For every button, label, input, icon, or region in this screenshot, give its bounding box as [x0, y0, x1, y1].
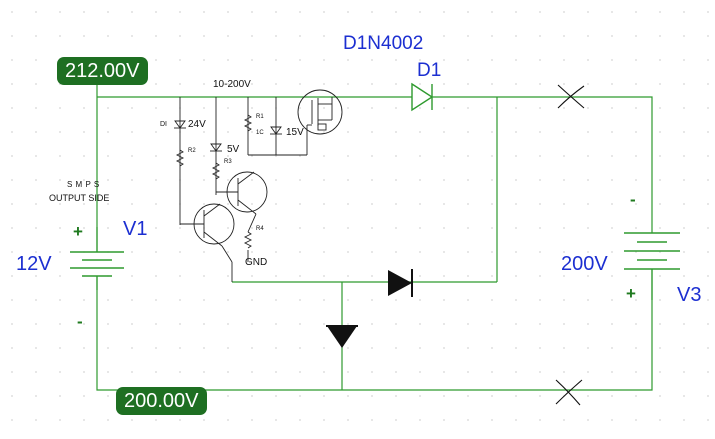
v3-minus-sign: - [630, 190, 636, 209]
r3-label: R3 [224, 159, 232, 165]
voltage-probe-top[interactable]: 212.00V [57, 57, 148, 85]
zener-24v-label: 24V [188, 119, 206, 130]
v3-battery-symbol [624, 232, 680, 300]
d1-small-label: DI [160, 121, 167, 128]
d1-model-label: D1N4002 [343, 33, 424, 54]
v3-value-label: 200V [561, 253, 608, 275]
driver-circuit-sketch [174, 89, 343, 282]
v1-minus-sign: - [77, 312, 83, 331]
zener-5v-label: 5V [227, 144, 240, 155]
d2-small-label: 1C [256, 130, 264, 136]
v1-battery-symbol [70, 227, 124, 290]
r2-label: R2 [188, 148, 196, 154]
d1-ref-label: D1 [417, 60, 442, 81]
voltage-probe-bottom[interactable]: 200.00V [116, 387, 207, 415]
range-label: 10-200V [213, 79, 251, 90]
wire-bottom-left [96, 290, 653, 391]
v3-plus-sign: + [626, 284, 636, 303]
v1-note-line2: OUTPUT SIDE [49, 193, 110, 203]
v1-ref-label: V1 [123, 218, 148, 240]
cut-marks [555, 84, 585, 406]
wire-top-right [432, 96, 653, 233]
v1-plus-sign: + [73, 222, 83, 241]
zener-15v-label: 15V [286, 127, 304, 138]
gnd-label: GND [245, 257, 268, 268]
r4-label: R4 [256, 226, 264, 232]
diode-d1-symbol [411, 82, 434, 112]
diode-vertical-symbol [326, 325, 358, 348]
v1-note-line1: S M P S [67, 180, 100, 189]
v3-ref-label: V3 [677, 284, 702, 306]
v1-value-label: 12V [16, 253, 52, 275]
diode-horizontal-symbol [388, 269, 413, 297]
r1-label: R1 [256, 114, 264, 120]
